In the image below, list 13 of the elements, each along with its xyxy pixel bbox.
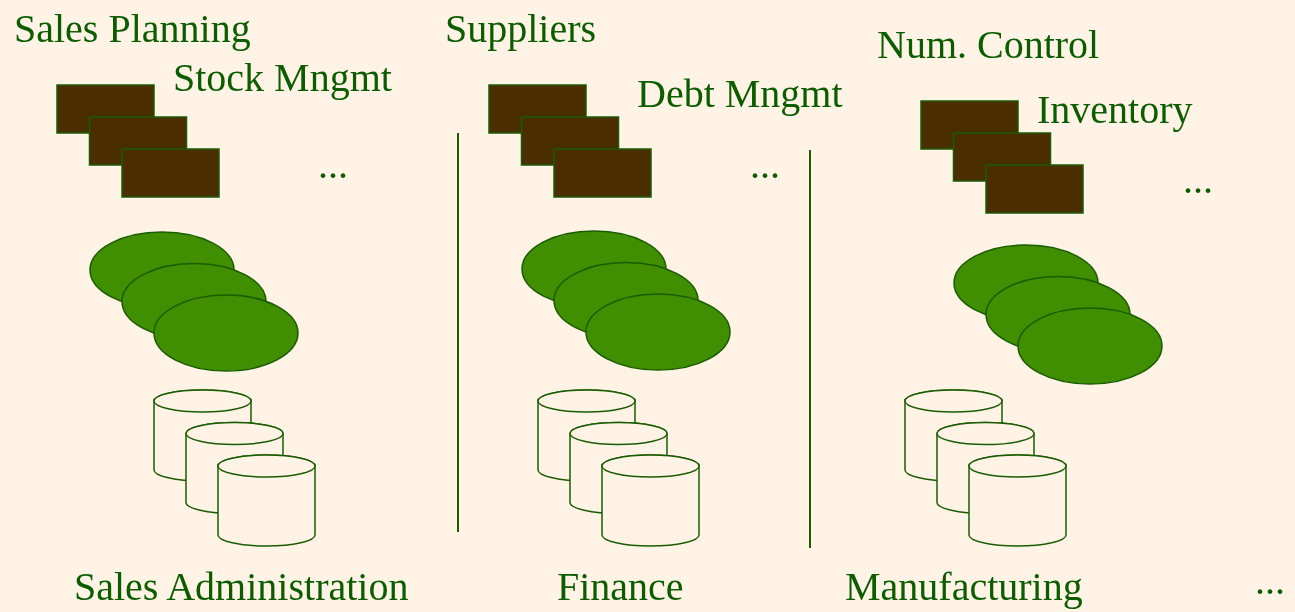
- ellipsis: ...: [1255, 560, 1285, 602]
- function-label: Stock Mngmt: [173, 57, 392, 99]
- department-label: Finance: [557, 566, 684, 608]
- department-label: Sales Administration: [74, 566, 409, 608]
- function-label: Inventory: [1037, 89, 1193, 131]
- ellipsis: ...: [750, 144, 780, 186]
- department-label: Manufacturing: [845, 566, 1083, 608]
- function-label: Sales Planning: [14, 8, 251, 50]
- ellipsis: ...: [1183, 159, 1213, 201]
- function-label: Debt Mngmt: [637, 73, 843, 115]
- ellipsis: ...: [318, 144, 348, 186]
- function-label: Num. Control: [877, 24, 1100, 66]
- function-label: Suppliers: [445, 8, 597, 50]
